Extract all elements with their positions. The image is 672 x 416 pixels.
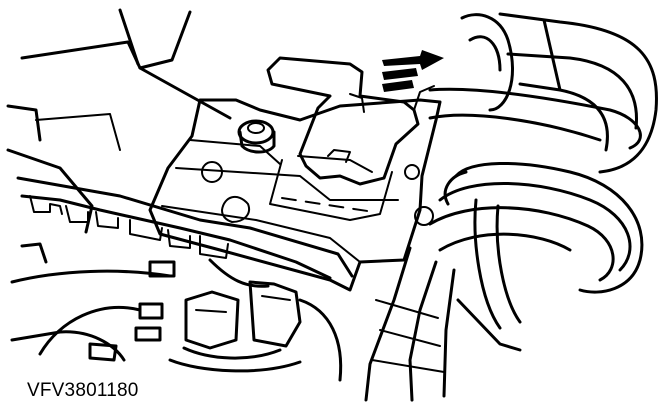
lower-left-wires xyxy=(10,242,343,382)
module-tray xyxy=(269,159,393,221)
body-panel-outline xyxy=(6,8,232,234)
relay-module xyxy=(266,56,435,186)
electrical-connectors xyxy=(88,260,302,362)
figure-code-label: VFV3801180 xyxy=(27,380,139,401)
connector-rail xyxy=(16,176,354,280)
mounting-bracket xyxy=(148,98,442,292)
arrow-up-right-icon xyxy=(382,50,444,92)
mounting-bolt xyxy=(237,119,276,154)
wiring-harness xyxy=(428,12,658,330)
lower-wiring-loom xyxy=(364,246,522,402)
